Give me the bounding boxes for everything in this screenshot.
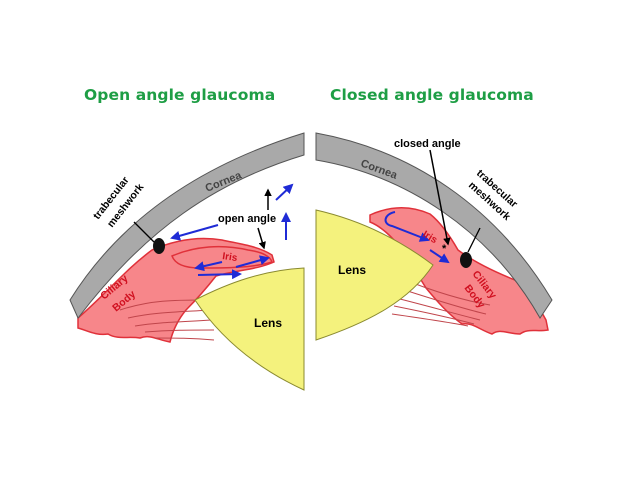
open-meshwork-pointer — [133, 221, 155, 243]
closed-cornea — [315, 132, 553, 319]
closed-angle-label: closed angle — [394, 138, 461, 150]
open-lens — [194, 267, 305, 391]
closed-meshwork-pointer — [467, 227, 481, 253]
closed-angle-star-icon: * — [442, 243, 447, 255]
open-flow-arrows — [170, 183, 294, 280]
closed-lens-label: Lens — [338, 263, 366, 277]
open-iris-label: Iris — [222, 251, 239, 264]
open-angle-label: open angle — [218, 213, 276, 225]
open-trabecular-meshwork — [153, 238, 165, 254]
closed-trabecular-meshwork — [460, 252, 472, 268]
closed-zonule-fibers — [391, 277, 491, 327]
closed-lens — [315, 209, 434, 341]
open-lens-label: Lens — [254, 316, 282, 330]
open-angle-pointers — [257, 188, 272, 250]
open-cornea — [69, 132, 305, 319]
closed-angle-pointer — [429, 149, 451, 246]
closed-flow-arrows — [384, 211, 450, 264]
open-angle-diagram: Cornea open angle Iris trabecular meshwo… — [69, 132, 305, 391]
closed-angle-diagram: * closed angle Cornea Iris trabecular me… — [315, 132, 553, 341]
closed-angle-title: Closed angle glaucoma — [330, 86, 534, 104]
open-angle-title: Open angle glaucoma — [84, 86, 276, 104]
